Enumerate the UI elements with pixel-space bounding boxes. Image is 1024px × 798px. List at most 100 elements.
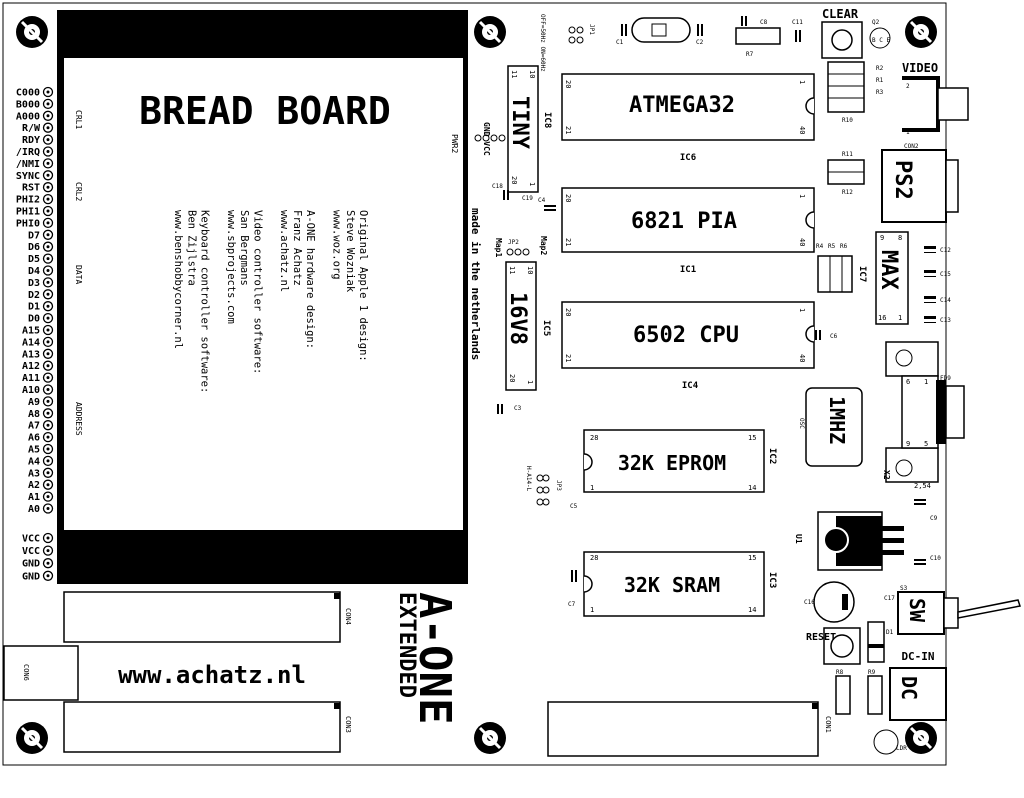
tiny-chip-ref: IC8	[542, 112, 552, 128]
pia-chip-label: 6821 PIA	[631, 209, 737, 234]
bus-pin-label: R/W	[22, 123, 41, 134]
con4-connector	[63, 591, 341, 643]
power-pin-label: GND	[22, 559, 40, 570]
max-chip-label: MAX	[876, 250, 901, 290]
pin-number: 1	[906, 129, 910, 136]
cpu-chip	[561, 301, 815, 369]
pin-number: 40	[798, 126, 806, 134]
bus-pin-label: RST	[22, 183, 40, 194]
u1-label: U1	[794, 534, 803, 544]
bus-pin-label: D7	[28, 230, 40, 241]
con6-label: CON6	[22, 664, 30, 681]
resistor-r8	[835, 675, 851, 715]
bus-pin-label: D0	[28, 314, 40, 325]
mounting-hole-icon	[474, 722, 506, 754]
pin-number: 6	[906, 378, 910, 386]
ps2-label: PS2	[890, 160, 915, 200]
power-pin-label: VCC	[22, 546, 40, 557]
pin-number: 8	[898, 234, 902, 242]
dc-label: DC	[897, 676, 921, 700]
pin-number: 1	[924, 378, 928, 386]
ref-label: C2	[696, 39, 704, 46]
bus-pin-header: C000B000A000R/WRDY/IRQ/NMISYNCRSTPHI2PHI…	[16, 86, 54, 515]
bus-pin-label: A000	[16, 111, 40, 122]
map1-label: Map1	[494, 238, 503, 257]
resistor-r7	[735, 27, 781, 45]
crystal-q1	[631, 17, 691, 43]
ref-label: R2	[876, 65, 884, 72]
gal-chip-label: 16V8	[505, 292, 530, 345]
mounting-hole-icon	[16, 722, 48, 754]
pin-number: 21	[564, 126, 572, 134]
power-switch[interactable]	[897, 591, 945, 635]
ref-label: R10	[842, 117, 853, 124]
pin-number: 1	[798, 194, 806, 198]
bus-pin-label: PHI0	[16, 218, 40, 229]
con1-label: CON1	[824, 716, 832, 733]
bb-label-pwr2: PWR2	[450, 134, 459, 153]
pin-number: 15	[748, 434, 756, 442]
ref-label: R12	[842, 189, 853, 196]
pin-number: 1	[798, 80, 806, 84]
resistor-r9	[867, 675, 883, 715]
capacitor-c16	[813, 581, 855, 623]
ref-label: C18	[492, 183, 503, 190]
bus-pin-label: /IRQ	[16, 147, 40, 158]
pin-number: 10	[526, 266, 534, 274]
bus-pin-label: A10	[22, 385, 40, 396]
ref-label: C1	[616, 39, 624, 46]
pin-number: 28	[590, 554, 598, 562]
ref-label: R5	[828, 243, 836, 250]
eprom-chip-label: 32K EPROM	[618, 451, 726, 475]
ref-label: C13	[940, 317, 951, 324]
atmega-chip-label: ATMEGA32	[629, 93, 735, 118]
con3-connector	[63, 701, 341, 753]
atmega-chip	[561, 73, 815, 141]
pin-number: 21	[564, 354, 572, 362]
clear-button[interactable]	[821, 21, 863, 59]
ref-label: C3	[514, 405, 522, 412]
pin-number: 16	[878, 314, 886, 322]
bus-pin-label: A5	[28, 445, 40, 456]
pin-number: 9	[906, 440, 910, 448]
cpu-chip-ref: IC4	[682, 381, 699, 391]
pin-number: 1	[528, 182, 536, 186]
credit-line: www.sbprojects.com	[225, 210, 237, 324]
eprom-chip-ref: IC2	[767, 448, 777, 464]
credit-line: Original Apple 1 design:	[357, 210, 369, 362]
credit-line: Keyboard controller software:	[199, 210, 211, 393]
pin-number: 40	[798, 238, 806, 246]
ref-label: LDR	[896, 745, 907, 752]
q2-pins: B C E	[872, 37, 890, 44]
credit-line: Franz Achatz	[291, 210, 303, 286]
bus-pin-label: RDY	[22, 135, 40, 146]
brand-label: A-ONE	[409, 592, 460, 724]
ref-label: C8	[760, 19, 768, 26]
gndvcc-label: GND VCC	[482, 122, 491, 156]
ref-label: C16	[804, 599, 815, 606]
bus-pin-label: A14	[22, 337, 40, 348]
gal-chip-ref: IC5	[541, 320, 551, 336]
pin-number: 20	[564, 308, 572, 316]
ref-label: C5	[570, 503, 578, 510]
bus-pin-label: PHI2	[16, 195, 40, 206]
bus-pin-label: A3	[28, 468, 40, 479]
ref-label: C19	[522, 195, 533, 202]
pin-number: 28	[590, 434, 598, 442]
pin-number: 14	[748, 484, 756, 492]
credit-line: www.achatz.nl	[278, 210, 290, 292]
pin-number: 20	[564, 194, 572, 202]
bus-pin-label: D2	[28, 290, 40, 301]
breadboard-area	[64, 58, 463, 530]
gal-chip	[505, 261, 537, 391]
con1-connector	[547, 701, 819, 757]
max-chip	[875, 231, 909, 325]
bus-pin-label: D3	[28, 278, 40, 289]
bus-pin-label: C000	[16, 88, 40, 99]
credit-line: www.woz.org	[331, 210, 343, 280]
pin-number: 9	[880, 234, 884, 242]
pin-number: 11	[510, 70, 518, 78]
made-in-label: made in the netherlands	[469, 208, 482, 360]
bus-pin-label: SYNC	[16, 171, 40, 182]
